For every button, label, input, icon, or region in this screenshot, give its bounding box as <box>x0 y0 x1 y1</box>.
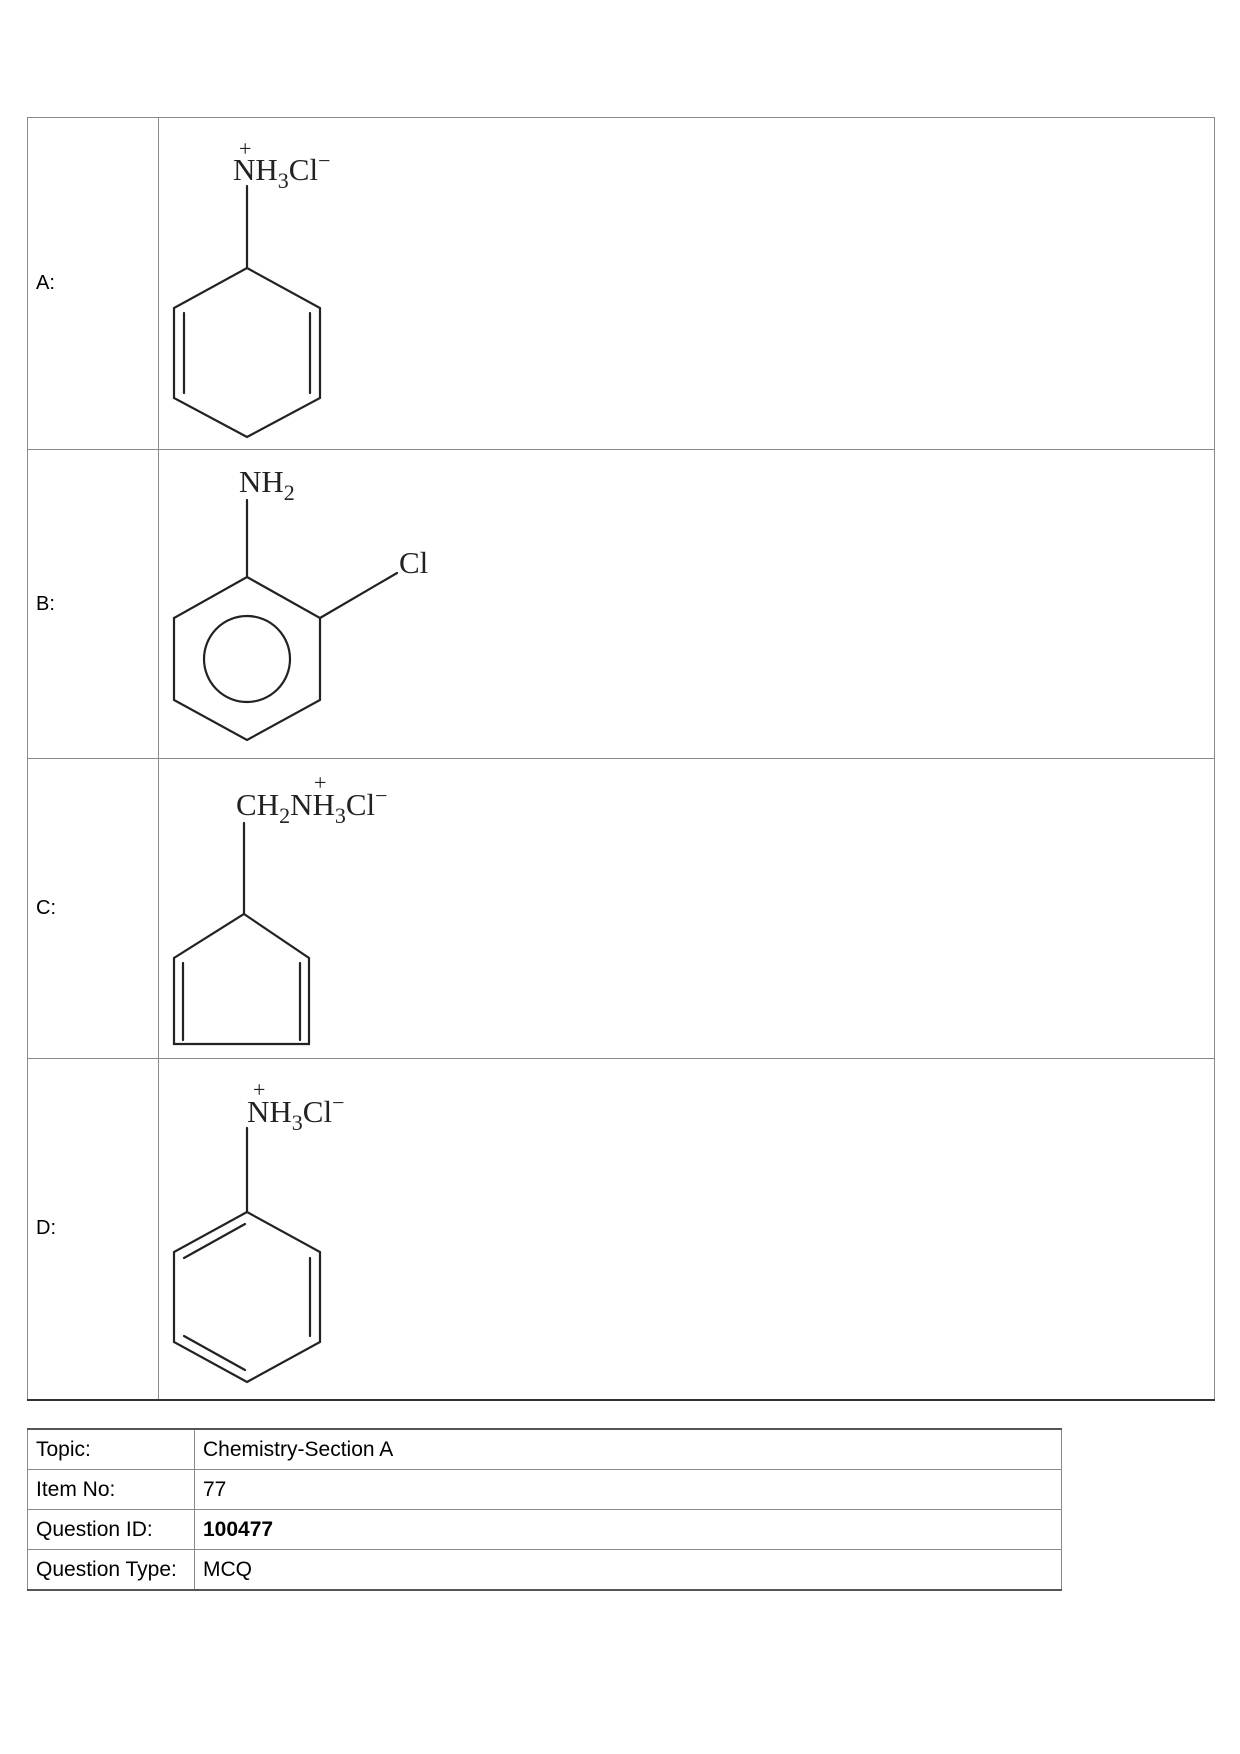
option-row-b: B: NH2 Cl <box>27 449 1215 759</box>
option-structure-c: + CH2NH3Cl− <box>158 758 1215 1059</box>
option-label-c: C: <box>27 758 159 1059</box>
option-label-b: B: <box>27 449 159 759</box>
meta-row-topic: Topic: Chemistry-Section A <box>27 1428 1062 1470</box>
option-label-d: D: <box>27 1058 159 1401</box>
formula-text: NH3Cl− <box>247 1090 345 1135</box>
option-structure-b: NH2 Cl <box>158 449 1215 759</box>
item-no-label: Item No: <box>27 1469 195 1510</box>
charge-sign: + <box>239 136 251 161</box>
meta-row-item: Item No: 77 <box>27 1469 1062 1510</box>
structure-c-drawing: + CH2NH3Cl− <box>172 770 388 1045</box>
structure-b-drawing: NH2 Cl <box>172 464 428 741</box>
charge-sign: + <box>253 1077 265 1102</box>
meta-row-question-type: Question Type: MCQ <box>27 1549 1062 1591</box>
structure-a-drawing: + NH3Cl− <box>172 136 331 438</box>
formula-text: CH2NH3Cl− <box>236 783 388 828</box>
option-structure-d: + NH3Cl− <box>158 1058 1215 1401</box>
meta-row-question-id: Question ID: 100477 <box>27 1509 1062 1550</box>
formula-text: NH2 <box>239 464 295 505</box>
topic-label: Topic: <box>27 1428 195 1470</box>
question-meta-table: Topic: Chemistry-Section A Item No: 77 Q… <box>27 1428 1062 1591</box>
question-type-label: Question Type: <box>27 1549 195 1591</box>
option-row-d: D: + NH3Cl− <box>27 1058 1215 1401</box>
option-label-a: A: <box>27 117 159 450</box>
question-id-value: 100477 <box>194 1509 1062 1550</box>
question-type-value: MCQ <box>194 1549 1062 1591</box>
question-id-label: Question ID: <box>27 1509 195 1550</box>
option-structure-a: + NH3Cl− <box>158 117 1215 450</box>
option-row-c: C: + CH2NH3Cl− <box>27 758 1215 1059</box>
charge-sign: + <box>314 770 326 795</box>
options-table: A: + NH3Cl− B: NH2 Cl C: <box>27 117 1215 1401</box>
item-no-value: 77 <box>194 1469 1062 1510</box>
substituent-cl: Cl <box>399 545 428 580</box>
topic-value: Chemistry-Section A <box>194 1428 1062 1470</box>
option-row-a: A: + NH3Cl− <box>27 117 1215 450</box>
structure-d-drawing: + NH3Cl− <box>172 1077 345 1384</box>
formula-text: NH3Cl− <box>233 148 331 193</box>
